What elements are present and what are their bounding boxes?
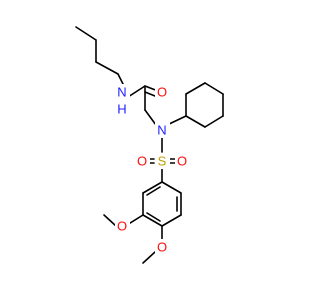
bond	[142, 251, 156, 264]
bond	[146, 186, 161, 196]
bond	[166, 115, 187, 126]
bond	[185, 82, 206, 95]
atom-o-amide: O	[155, 84, 170, 100]
molecule-diagram: N H O N S O O O O	[75, 26, 224, 264]
atom-symbol: O	[137, 154, 147, 169]
bond	[127, 85, 146, 98]
bond	[161, 181, 182, 194]
bond	[144, 91, 156, 97]
atom-o-methoxy-3: O	[115, 218, 130, 234]
bond	[75, 26, 97, 41]
atom-symbol: O	[177, 154, 187, 169]
atom-s-sulfonyl: S	[155, 153, 170, 169]
atom-symbol: N	[117, 85, 126, 100]
atom-o-sulfonyl-right: O	[175, 153, 190, 169]
structure-drawing: N H O N S O O O O	[75, 26, 224, 264]
bond	[146, 212, 161, 222]
atom-symbol: O	[117, 219, 127, 234]
atom-o-methoxy-4: O	[155, 239, 170, 255]
atom-symbol: O	[157, 240, 167, 255]
atom-o-sulfonyl-left: O	[135, 153, 150, 169]
atom-n-sulfonamide: N	[155, 122, 170, 138]
bond	[204, 115, 224, 128]
atom-n-amide: N H	[114, 84, 130, 117]
bond	[142, 214, 163, 227]
bond	[142, 181, 163, 194]
bond	[103, 214, 117, 227]
atom-symbol: O	[157, 85, 167, 100]
bond	[95, 61, 119, 75]
bond	[144, 109, 157, 126]
atom-symbol: S	[158, 154, 167, 169]
bond	[204, 82, 224, 95]
atom-hydrogen: H	[117, 102, 126, 117]
bond	[161, 214, 182, 227]
bond	[185, 115, 206, 128]
atom-symbol: N	[157, 123, 166, 138]
